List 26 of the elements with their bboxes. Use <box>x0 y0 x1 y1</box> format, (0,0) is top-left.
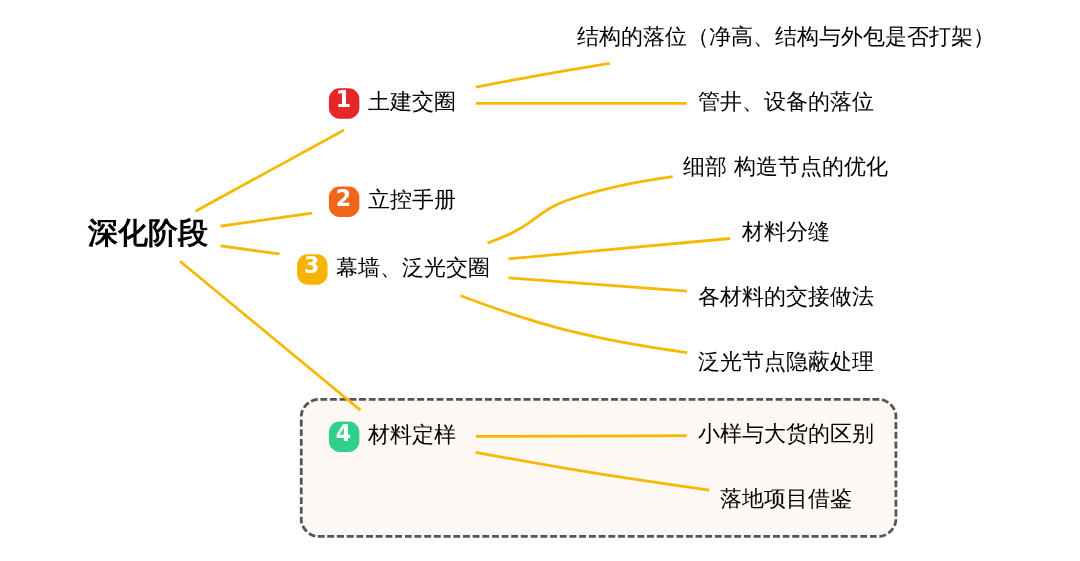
connector <box>219 211 312 228</box>
cluster <box>299 398 897 538</box>
node-text: 小样与大货的区别 <box>697 419 874 446</box>
connector <box>178 260 361 412</box>
node-label: 土建交圈 <box>367 87 456 114</box>
connector <box>507 276 687 293</box>
connector <box>474 62 610 89</box>
connector <box>194 128 345 213</box>
connector <box>220 244 280 256</box>
node-label: 立控手册 <box>367 185 456 212</box>
connector <box>507 237 730 261</box>
connector <box>459 294 687 354</box>
node-label: 材料定样 <box>367 421 456 448</box>
connector <box>475 102 687 105</box>
node-text: 结构的落位（净高、结构与外包是否打架） <box>576 22 995 49</box>
node-text: 泛光节点隐蔽处理 <box>697 347 874 374</box>
node-label: 幕墙、泛光交圈 <box>335 253 490 280</box>
connector <box>486 175 673 245</box>
node-text: 材料分缝 <box>741 217 830 244</box>
node-text: 细部 构造节点的优化 <box>682 152 888 179</box>
node-text: 落地项目借鉴 <box>719 484 852 511</box>
connector <box>475 434 687 438</box>
node-text: 深化阶段 <box>87 214 208 250</box>
node-text: 管井、设备的落位 <box>697 87 874 114</box>
connector <box>475 450 709 492</box>
node-text: 各材料的交接做法 <box>697 282 874 309</box>
